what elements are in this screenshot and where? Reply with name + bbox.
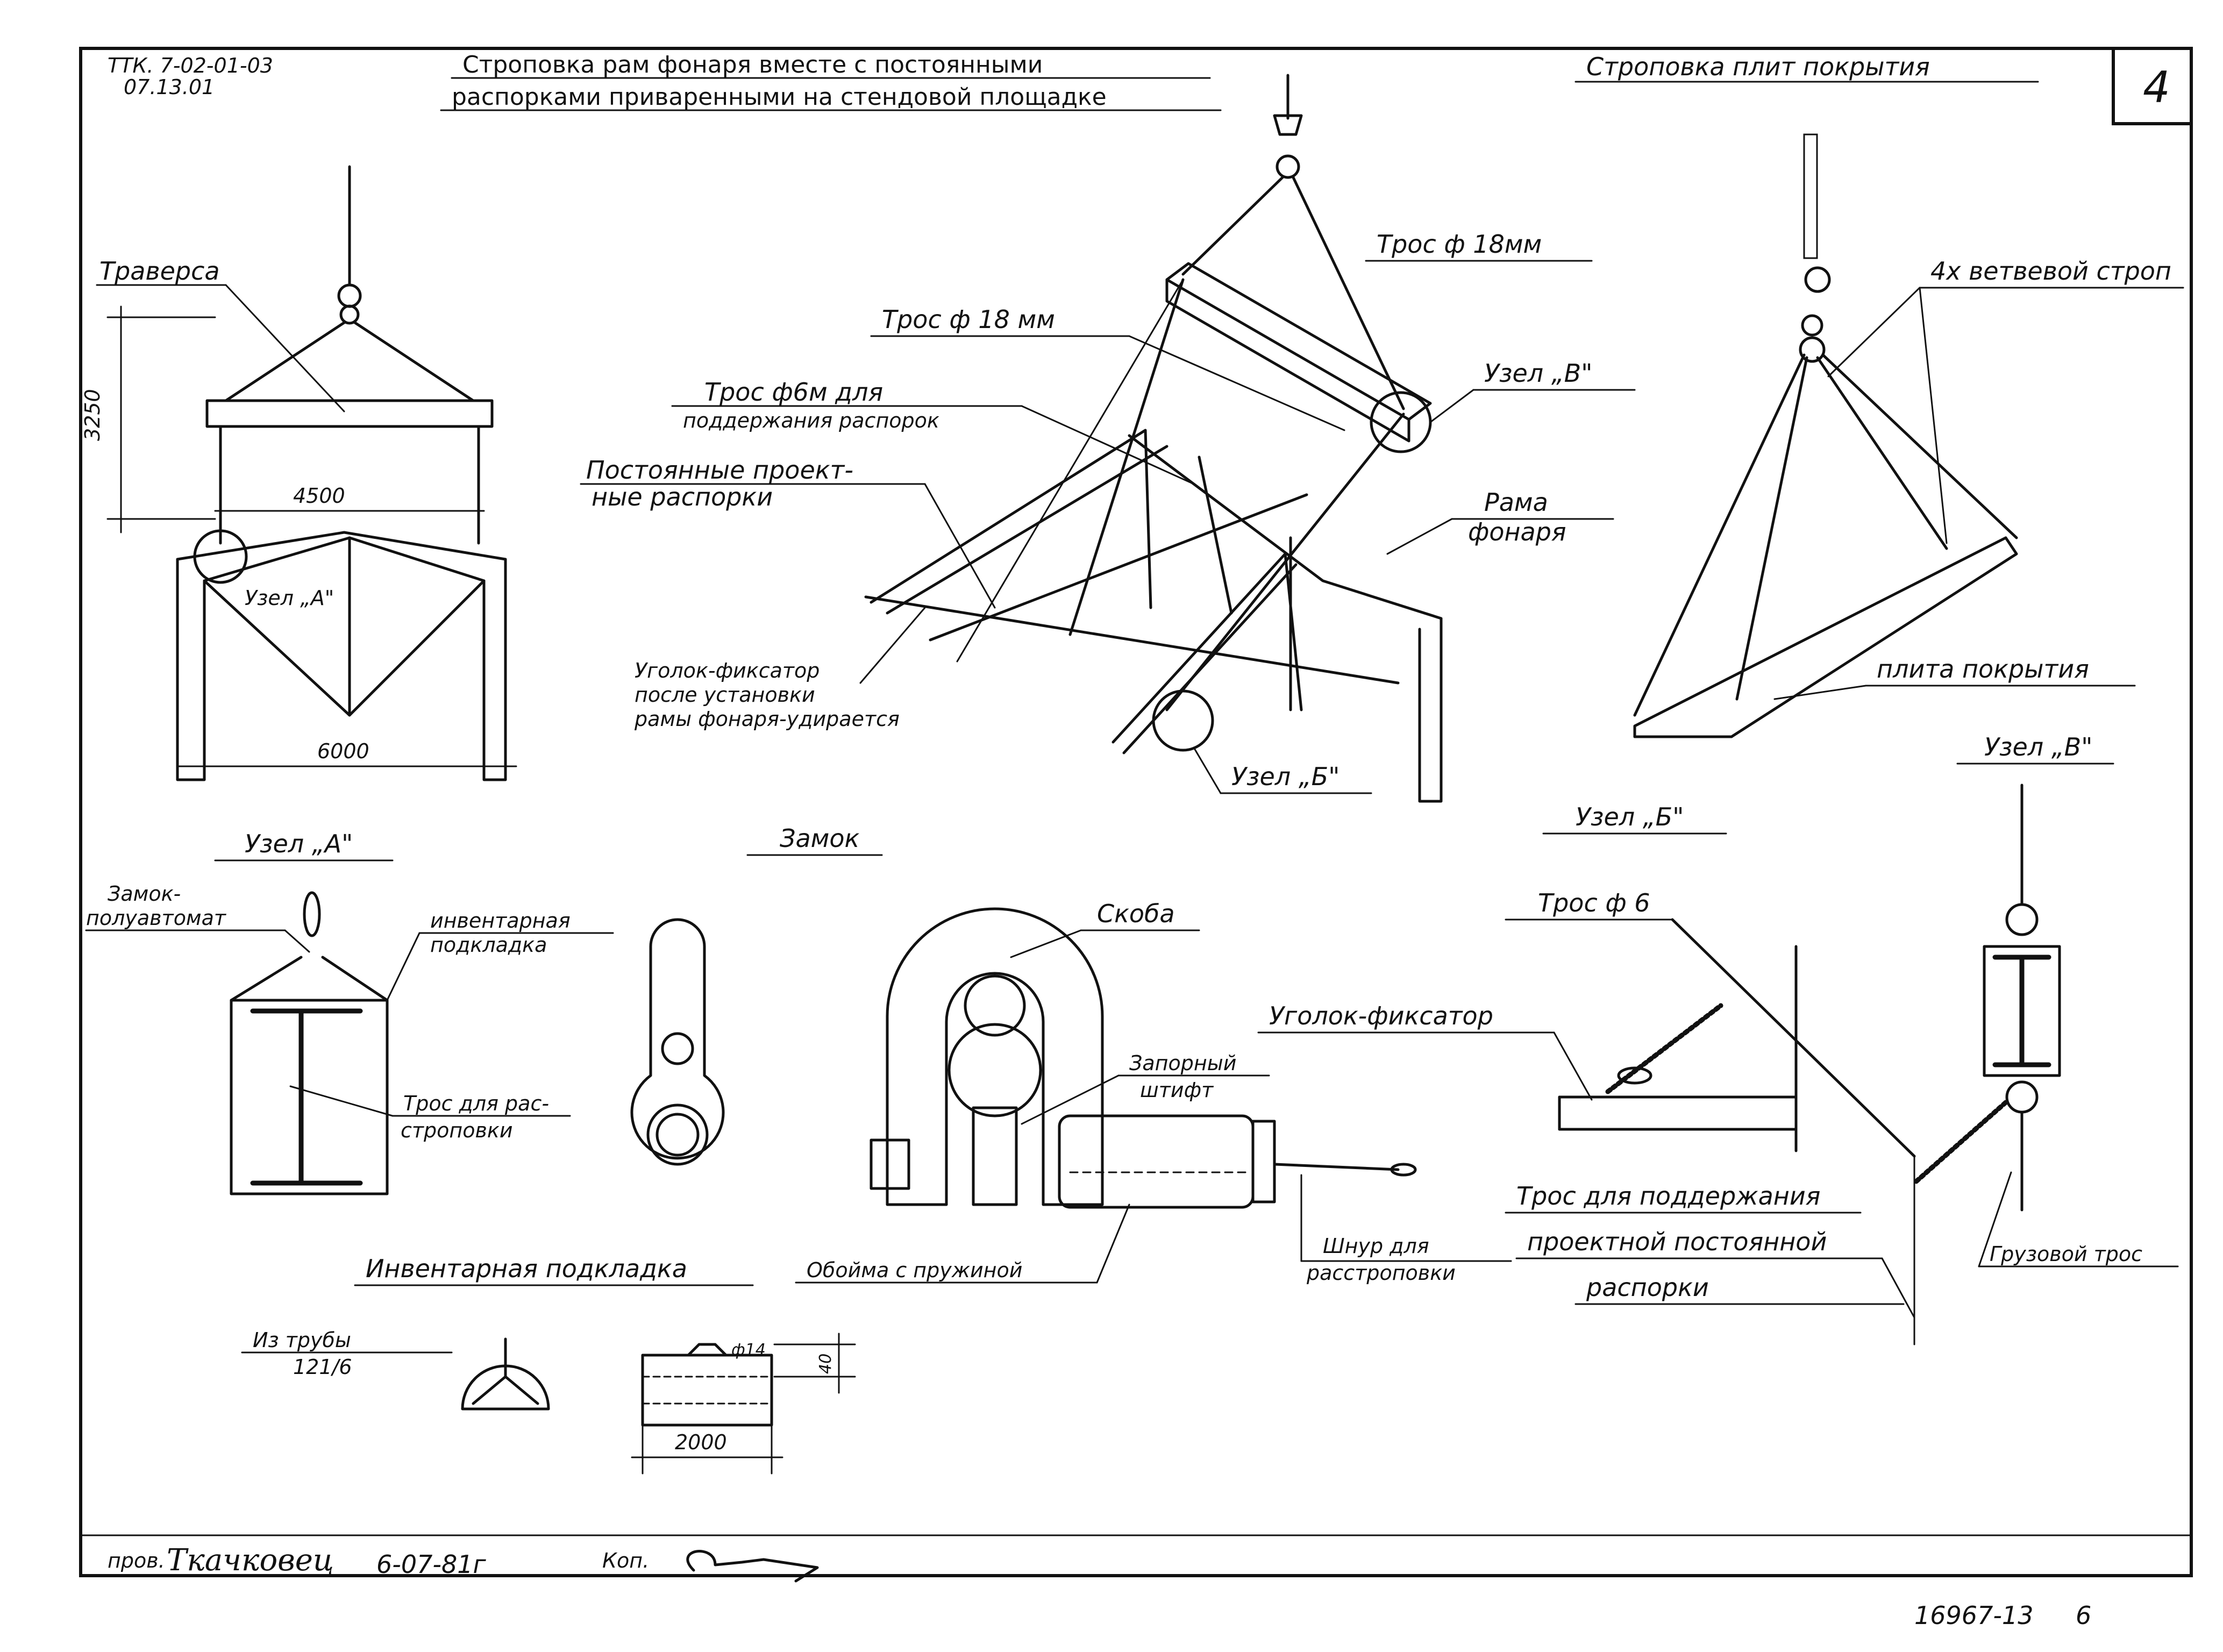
title-left-line1: Строповка рам фонаря вместе с постоянным… <box>462 51 1043 79</box>
pad-title: Инвентарная подкладка <box>366 1254 687 1283</box>
node-a-ibeam-box <box>230 999 389 1195</box>
i-beam-section <box>250 1008 363 1186</box>
label-cable-6-line1: Трос ф6м для <box>704 378 883 407</box>
shackle <box>886 907 1104 1206</box>
dim-span: 4500 <box>293 484 345 508</box>
hook-ring <box>337 283 362 308</box>
label-cable-18-b: Трос ф 18 мм <box>882 305 1055 334</box>
stamp: пров. Ткачковец 6-07-81г Коп. 16967-13 6 <box>108 1543 2091 1630</box>
node-a-title: Узел „А" <box>245 829 353 858</box>
holder-label: Обойма с пружиной <box>807 1258 1022 1282</box>
pad-detail: Инвентарная подкладка Из трубы 121/6 ф14… <box>241 1254 856 1475</box>
label-node-a-ref: Узел „А" <box>245 586 334 610</box>
sheet-date: 07.13.01 <box>124 75 215 99</box>
node-b-angle-label: Уголок-фиксатор <box>1269 1001 1493 1030</box>
label-angle-line3: рамы фонаря-удирается <box>634 707 900 731</box>
checked-label: пров. <box>108 1549 165 1572</box>
node-a-cable-line1: Трос для рас- <box>403 1092 549 1115</box>
node-b-support-line2: проектной постоянной <box>1527 1227 1827 1256</box>
dim-height: 3250 <box>81 389 104 441</box>
label-frame-line1: Рама <box>1484 488 1548 517</box>
pad-label-line2: подкладка <box>430 933 547 957</box>
lock-detail: Замок Скоба Запорный штифт Обойма с пруж… <box>630 824 1512 1285</box>
pad-from-line1: Из трубы <box>253 1328 351 1352</box>
pad-label-line1: инвентарная <box>430 909 571 932</box>
pin-label-line1: Запорный <box>1129 1051 1236 1075</box>
pin-label-line2: штифт <box>1140 1078 1214 1102</box>
sheet-number: 4 <box>2143 62 2170 112</box>
node-v-title: Узел „В" <box>1984 732 2092 761</box>
archive-number: 16967-13 <box>1914 1601 2033 1630</box>
label-node-b-ref: Узел „Б" <box>1231 762 1340 791</box>
lock-label-line1: Замок- <box>108 882 181 906</box>
node-v-cable-label: Грузовой трос <box>1990 1242 2142 1266</box>
node-a-marker <box>193 529 248 584</box>
node-b-support-line1: Трос для поддержания <box>1516 1181 1820 1210</box>
title-right: Строповка плит покрытия <box>1586 52 1930 81</box>
cord-label-line2: расстроповки <box>1306 1261 1456 1285</box>
node-b-marker <box>1152 689 1214 752</box>
node-v-section <box>1983 945 2061 1077</box>
node-b-cable-label: Трос ф 6 <box>1538 888 1650 917</box>
node-v-detail: Узел „В" Грузовой трос <box>1912 732 2179 1268</box>
sheet-code: ТТК. 7-02-01-03 <box>108 54 273 77</box>
pad-section <box>461 1364 550 1411</box>
checked-signature: Ткачковец <box>167 1543 334 1578</box>
crane-hook-block <box>1273 114 1303 136</box>
node-a-cable-line2: строповки <box>401 1119 513 1142</box>
label-node-v-ref: Узел „В" <box>1484 359 1592 388</box>
lock-label-line2: полуавтомат <box>86 906 227 930</box>
node-b-title: Узел „Б" <box>1576 802 1684 831</box>
node-a-detail: Узел „А" Замок- полуавтомат инвентарная … <box>85 829 614 1195</box>
traversa-beam <box>205 399 494 428</box>
traversa-view: 3250 4500 6000 Траверса Узел „А" <box>81 165 517 781</box>
sheet-number-box <box>2112 47 2193 125</box>
pad-from-line2: 121/6 <box>293 1355 352 1379</box>
skoba-label: Скоба <box>1097 899 1175 928</box>
pad-side-view <box>641 1354 773 1427</box>
lock-pin-icon <box>303 891 321 937</box>
lock-title: Замок <box>780 824 860 853</box>
label-struts-line2: ные распорки <box>592 482 773 511</box>
dim-base: 6000 <box>317 739 369 763</box>
label-angle-line1: Уголок-фиксатор <box>635 659 820 682</box>
cord-label-line1: Шнур для <box>1323 1234 1429 1258</box>
label-slab: плита покрытия <box>1877 654 2089 683</box>
node-b-support-line3: распорки <box>1586 1273 1709 1302</box>
label-cable-18-a: Трос ф 18мм <box>1377 230 1542 259</box>
page-number: 6 <box>2076 1601 2091 1630</box>
node-b-detail: Узел „Б" Трос ф 6 Уголок-фиксатор Трос д… <box>1257 802 1916 1345</box>
pad-dim-h: 40 <box>816 1354 835 1374</box>
pad-dim-len: 2000 <box>675 1430 727 1454</box>
label-struts-line1: Постоянные проект- <box>586 455 853 485</box>
label-traversa: Траверса <box>99 257 220 286</box>
label-sling: 4х ветвевой строп <box>1930 257 2171 286</box>
label-cable-6-line2: поддержания распорок <box>683 409 939 432</box>
node-b-cable-tie <box>1605 1003 1723 1094</box>
frame-view: Трос ф 18мм Трос ф 18 мм Трос ф6м для по… <box>580 74 1636 803</box>
checked-date: 6-07-81г <box>376 1550 487 1579</box>
label-frame-line2: фонаря <box>1468 517 1566 546</box>
label-angle-line2: после установки <box>635 683 815 707</box>
lock-link-side <box>630 918 725 1160</box>
pad-dim-d: ф14 <box>731 1341 766 1359</box>
copier-signature <box>686 1550 819 1583</box>
copied-label: Коп. <box>602 1549 649 1572</box>
spring-holder <box>1058 1114 1255 1209</box>
slab-view: 4х ветвевой строп плита покрытия <box>1633 133 2184 738</box>
roof-slab <box>1633 536 2018 738</box>
title-left-line2: распорками приваренными на стендовой пло… <box>452 83 1107 111</box>
sheet-frame <box>79 47 2193 1577</box>
